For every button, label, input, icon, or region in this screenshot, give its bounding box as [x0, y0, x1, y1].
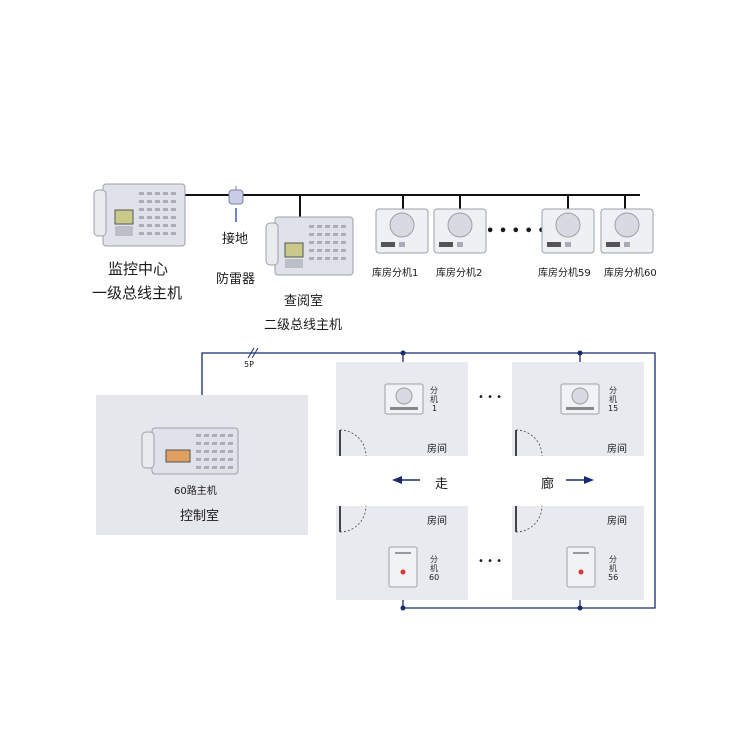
- host-60-label: 60路主机: [174, 486, 217, 497]
- extension-wall-panel-icon: [566, 546, 596, 588]
- warehouse-extension-2: [433, 208, 487, 254]
- room-label-bottom-left: 房间: [427, 516, 447, 527]
- bottom-loop-wire: [201, 352, 656, 609]
- ext-56-chars: 分机: [609, 555, 617, 573]
- ground-label: 接地: [222, 232, 249, 247]
- warehouse-extension-60: [600, 208, 654, 254]
- arrester-label: 防雷器: [216, 272, 256, 287]
- reading-room-subtitle: 二级总线主机: [264, 318, 343, 333]
- ext-60-chars: 分机: [430, 555, 438, 573]
- monitoring-center-title: 监控中心: [108, 260, 169, 278]
- extension-speaker-icon: [384, 383, 424, 415]
- monitoring-center-subtitle: 一级总线主机: [92, 284, 183, 302]
- door-swing: [515, 505, 543, 533]
- corridor-left-char: 走: [435, 477, 449, 492]
- ext-60-number: 60: [429, 573, 440, 582]
- arrester-icon: [228, 186, 244, 205]
- corridor-right-char: 廊: [541, 477, 555, 492]
- extension-speaker-icon: [541, 208, 595, 254]
- cable-5p-label: 5P: [244, 360, 254, 369]
- junction-dot: [400, 605, 406, 611]
- host-60-device: [140, 426, 240, 478]
- surge-arrester: [226, 186, 246, 208]
- reading-room-label: 查阅室: [284, 294, 324, 309]
- door-swing: [339, 505, 367, 533]
- room-label-bottom-right: 房间: [607, 516, 627, 527]
- extension-speaker-icon: [600, 208, 654, 254]
- extension-2-label: 库房分机2: [436, 268, 483, 279]
- room-extension-1: [384, 383, 424, 415]
- door-swing: [515, 429, 543, 457]
- room-extension-60: [388, 546, 418, 588]
- monitoring-host-device: [93, 182, 186, 250]
- reading-room-host-device: [265, 215, 355, 279]
- bottom-dots: • • •: [478, 556, 503, 567]
- extension-1-label: 库房分机1: [372, 268, 419, 279]
- intercom-host-icon: [265, 216, 354, 276]
- extension-60-label: 库房分机60: [604, 268, 657, 279]
- extension-59-label: 库房分机59: [538, 268, 591, 279]
- ext-1-number: 1: [432, 404, 438, 413]
- intercom-host-icon: [141, 427, 239, 475]
- room-extension-15: [560, 383, 600, 415]
- room-label-top-left: 房间: [427, 444, 447, 455]
- extension-speaker-icon: [375, 208, 429, 254]
- intercom-host-icon: [93, 183, 186, 247]
- extension-speaker-icon: [433, 208, 487, 254]
- ellipsis-dots: • • • • • •: [486, 224, 559, 239]
- door-swing: [339, 429, 367, 457]
- junction-dot: [400, 350, 406, 356]
- control-room-label: 控制室: [180, 509, 220, 524]
- ext-15-number: 15: [608, 404, 619, 413]
- ext-15-chars: 分机: [609, 386, 617, 404]
- right-arrow-head: [584, 476, 594, 484]
- left-arrow-head: [392, 476, 402, 484]
- junction-dot: [577, 605, 583, 611]
- ext-1-chars: 分机: [430, 386, 438, 404]
- junction-dot: [577, 350, 583, 356]
- warehouse-extension-1: [375, 208, 429, 254]
- top-dots: • • •: [478, 392, 503, 403]
- ext-56-number: 56: [608, 573, 619, 582]
- extension-wall-panel-icon: [388, 546, 418, 588]
- cable-marker: [247, 347, 255, 359]
- room-extension-56: [566, 546, 596, 588]
- room-label-top-right: 房间: [607, 444, 627, 455]
- warehouse-extension-59: [541, 208, 595, 254]
- extension-speaker-icon: [560, 383, 600, 415]
- cable-marker: [251, 347, 259, 359]
